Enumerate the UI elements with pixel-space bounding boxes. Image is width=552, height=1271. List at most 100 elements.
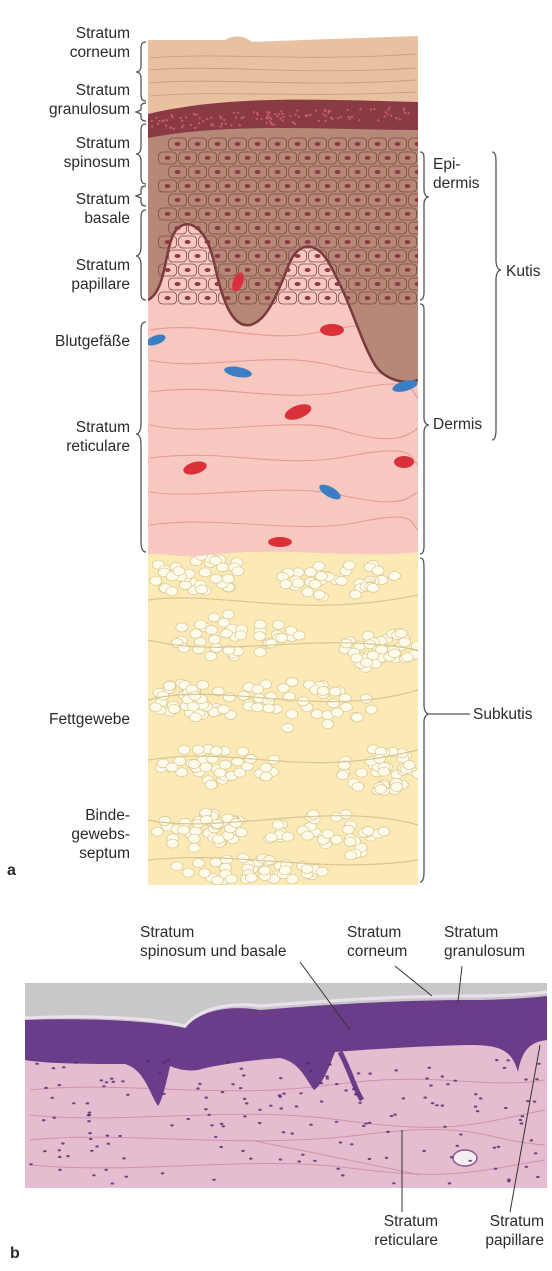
histology-nucleus [494,1168,498,1170]
histology-nucleus [62,1066,66,1068]
histology-nucleus [425,1077,429,1079]
histology-nucleus [66,1155,70,1157]
histology-nucleus [92,1174,96,1176]
histology-nucleus [226,1061,230,1063]
histology-nucleus [104,1169,108,1171]
histology-nucleus [358,1102,362,1104]
histology-nucleus [58,1156,62,1158]
histology-nucleus [386,1131,390,1133]
histology-nucleus [86,1102,90,1104]
histology-nucleus [344,1089,348,1091]
histology-nucleus [100,1079,104,1081]
histology-nucleus [204,1097,208,1099]
histology-nucleus [282,1131,286,1133]
histology-nucleus [58,1084,62,1086]
histology-nucleus [479,1097,483,1099]
histology-nucleus [313,1160,317,1162]
histology-nucleus [309,1124,313,1126]
histology-nucleus [431,1102,435,1104]
histology-nucleus [122,1157,126,1159]
histology-nucleus [88,1112,92,1114]
histology-nucleus [219,1146,223,1148]
histology-nucleus [320,1082,324,1084]
histology-nucleus [350,1143,354,1145]
histology-nucleus [429,1084,433,1086]
histology-nucleus [341,1174,345,1176]
histology-nucleus [89,1138,93,1140]
histology-nucleus [336,1168,340,1170]
histology-nucleus [166,1059,170,1061]
histology-nucleus [326,1077,330,1079]
histology-nucleus [297,1160,301,1162]
histology-nucleus [88,1132,92,1134]
histology-nucleus [43,1150,47,1152]
histology-nucleus [282,1093,286,1095]
histology-nucleus [239,1087,243,1089]
histology-nucleus [52,1067,56,1069]
histology-nucleus [525,1166,529,1168]
histology-nucleus [503,1067,507,1069]
histology-nucleus [221,1091,225,1093]
histology-nucleus [325,1075,329,1077]
histology-nucleus [497,1146,501,1148]
label-b-reticulare: Stratum reticulare [352,1212,438,1250]
histology-nucleus [335,1121,339,1123]
histology-nucleus [474,1093,478,1095]
histology-nucleus [526,1100,530,1102]
panel-letter-b: b [10,1245,20,1263]
histology-nucleus [295,1105,299,1107]
histology-nucleus [357,1072,361,1074]
histology-nucleus [395,1069,399,1071]
histology-nucleus [198,1083,202,1085]
histology-nucleus [278,1094,282,1096]
histology-nucleus [241,1150,245,1152]
histology-nucleus [29,1163,33,1165]
histology-nucleus [125,1176,129,1178]
histology-nucleus [196,1087,200,1089]
histology-nucleus [222,1125,226,1127]
histology-nucleus [493,1147,497,1149]
histology-nucleus [530,1139,534,1141]
histology-nucleus [106,1135,110,1137]
histology-nucleus [87,1120,91,1122]
histology-nucleus [105,1081,109,1083]
histology-nucleus [243,1115,247,1117]
histology-nucleus [435,1104,439,1106]
histology-nucleus [44,1087,48,1089]
histology-nucleus [533,1101,537,1103]
histology-nucleus [269,1105,273,1107]
histology-nucleus [520,1122,524,1124]
histology-nucleus [393,1114,397,1116]
histology-nucleus [258,1109,262,1111]
histology-nucleus [537,1063,541,1065]
histology-vessel [453,1150,477,1166]
histology-nucleus [249,1158,253,1160]
histology-nucleus [335,1083,339,1085]
histology-nucleus [339,1141,343,1143]
histology-nucleus [454,1080,458,1082]
histology-nucleus [352,1088,356,1090]
histology-nucleus [58,1169,62,1171]
histology-nucleus [506,1059,510,1061]
histology-nucleus [507,1180,511,1182]
histology-nucleus [402,1097,406,1099]
histology-nucleus [385,1157,389,1159]
histology-nucleus [301,1154,305,1156]
histology-nucleus [364,1122,368,1124]
histology-nucleus [161,1172,165,1174]
histology-nucleus [279,1077,283,1079]
histology-nucleus [368,1158,372,1160]
histology-nucleus [110,1078,114,1080]
histology-nucleus [441,1105,445,1107]
histology-nucleus [390,1115,394,1117]
histology-nucleus [102,1085,106,1087]
histology-nucleus [474,1106,478,1108]
histology-nucleus [299,1092,303,1094]
histology-nucleus [368,1122,372,1124]
histology-nucleus [87,1114,91,1116]
histology-nucleus [210,1124,214,1126]
histology-nucleus [524,1078,528,1080]
histology-nucleus [90,1150,94,1152]
histology-nucleus [534,1152,538,1154]
histology-nucleus [468,1160,472,1162]
